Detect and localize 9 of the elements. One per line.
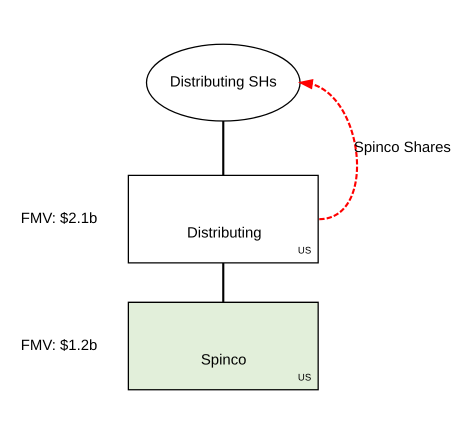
node-ellipse: Distributing SHs: [146, 44, 301, 122]
node-label: FMV: $2.1b: [20, 210, 98, 228]
connector: [222, 263, 224, 302]
node-box: Distributing US: [128, 174, 319, 264]
arrow: [298, 79, 358, 220]
edge-label: Spinco Shares: [354, 139, 451, 156]
connector: [222, 121, 224, 176]
node-label: FMV: $1.2b: [20, 336, 98, 354]
node-box: Spinco US: [128, 302, 319, 390]
